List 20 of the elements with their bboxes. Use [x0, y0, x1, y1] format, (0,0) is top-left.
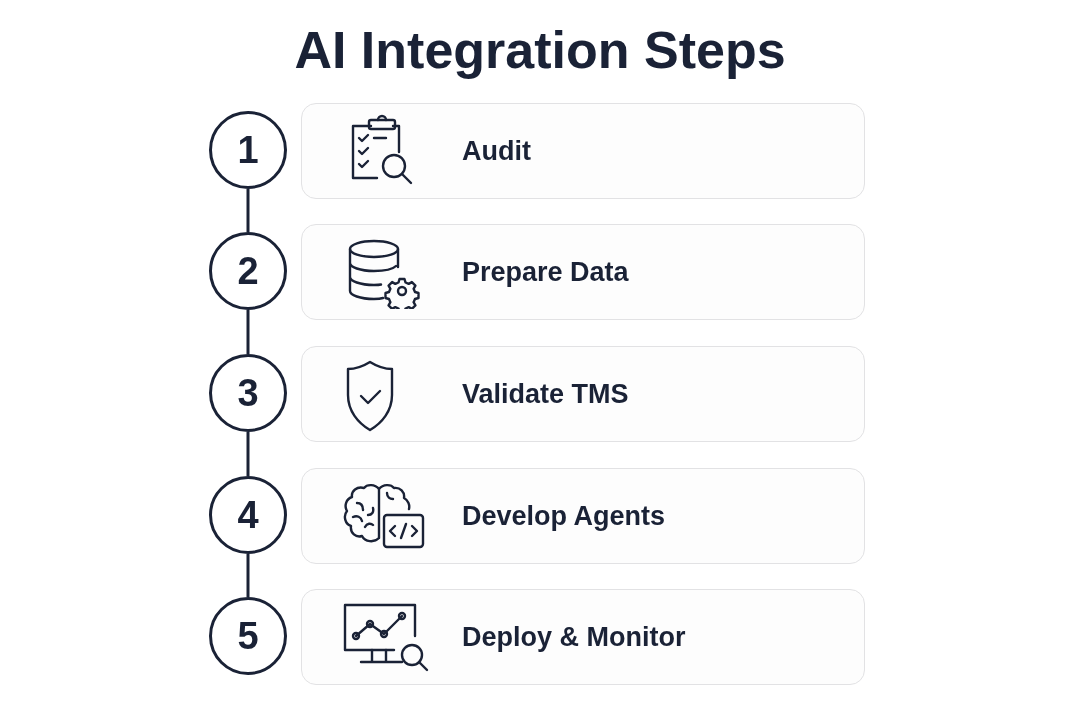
step-card [301, 224, 865, 320]
step-label: Develop Agents [462, 499, 666, 533]
step-card [301, 346, 865, 442]
connector-line [246, 432, 250, 476]
diagram-title: AI Integration Steps [294, 20, 786, 81]
step-number: 5 [237, 617, 259, 655]
connector-line [246, 310, 250, 354]
step-number: 2 [237, 252, 259, 290]
step-card [301, 468, 865, 564]
step-card [301, 589, 865, 685]
step-number: 3 [237, 374, 259, 412]
step-label: Validate TMS [462, 377, 629, 411]
step-label: Deploy & Monitor [462, 620, 686, 654]
step-number: 4 [237, 496, 259, 534]
step-card [301, 103, 865, 199]
connector-line [246, 189, 250, 232]
connector-line [246, 554, 250, 597]
step-label: Audit [462, 134, 531, 168]
step-label: Prepare Data [462, 255, 629, 289]
step-number: 1 [237, 131, 259, 169]
